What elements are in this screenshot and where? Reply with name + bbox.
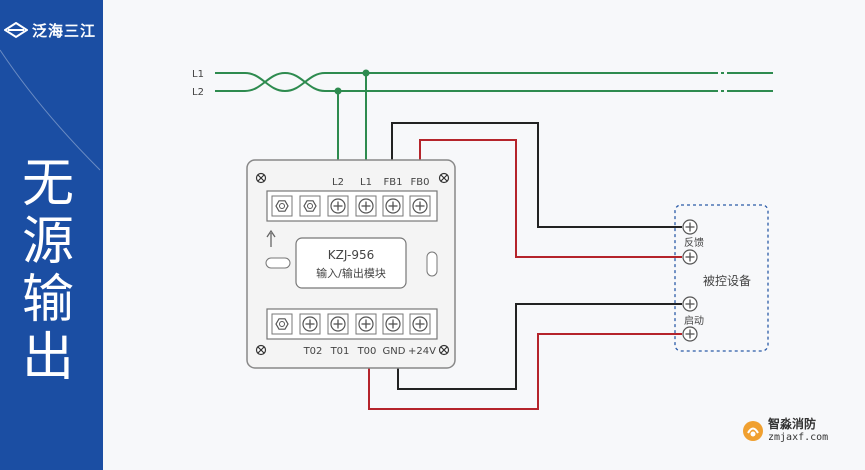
device-name: 被控设备 (703, 274, 751, 288)
device-terminal-icon (682, 249, 698, 265)
corner-screw-icon (438, 344, 450, 356)
device-terminal-icon (682, 326, 698, 342)
feedback-red-wire (419, 139, 682, 258)
watermark-name: 智淼消防 (768, 417, 817, 431)
page-title: 无 源 输 出 (10, 155, 86, 387)
start-black-wire (397, 303, 682, 390)
sidebar: 泛海三江 无 源 输 出 (0, 0, 103, 470)
module-model: KZJ-956 (328, 248, 374, 262)
title-char: 出 (21, 328, 74, 388)
device-terminal-icon (682, 219, 698, 235)
title-char: 输 (21, 270, 74, 330)
brand-name: 泛海三江 (32, 22, 97, 40)
sidebar-decoration (0, 49, 101, 171)
terminal-label-gnd: GND (383, 346, 406, 357)
terminal-screw-icon (302, 316, 318, 332)
module-label-box (295, 237, 407, 289)
corner-screw-icon (255, 172, 267, 184)
blank-terminal-icon (303, 200, 317, 212)
bus-label-l2: L2 (192, 87, 204, 98)
watermark: 智淼消防 zmjaxf.com (742, 418, 828, 444)
terminal-label-fb1: FB1 (384, 177, 403, 188)
terminal-screw-icon (412, 198, 428, 214)
bus-label-l1: L1 (192, 69, 204, 80)
indicator-slot (265, 257, 291, 269)
terminal-screw-icon (385, 198, 401, 214)
brand-logo-icon (4, 21, 28, 38)
terminal-label-24v: +24V (408, 346, 436, 357)
module-description: 输入/输出模块 (316, 266, 386, 280)
terminal-label-t01: T01 (330, 346, 350, 357)
arrow-up-icon (266, 229, 276, 247)
terminal-screw-icon (358, 316, 374, 332)
terminal-label-t00: T00 (357, 346, 377, 357)
device-terminal-icon (682, 296, 698, 312)
terminal-screw-icon (385, 316, 401, 332)
blank-terminal-icon (275, 200, 289, 212)
feedback-black-wire (391, 122, 682, 228)
terminal-label-t02: T02 (303, 346, 323, 357)
start-label: 启动 (684, 314, 704, 327)
start-red-wire (368, 333, 682, 410)
bus-l1-line (215, 72, 773, 93)
brand: 泛海三江 (4, 20, 96, 41)
title-char: 无 (21, 154, 74, 214)
terminal-screw-icon (412, 316, 428, 332)
controlled-device-box (674, 204, 769, 352)
side-slot (426, 251, 438, 277)
terminal-screw-icon (330, 198, 346, 214)
bus-l2-line (215, 71, 773, 92)
feedback-label: 反馈 (684, 236, 704, 249)
blank-terminal-icon (275, 318, 289, 330)
corner-screw-icon (438, 172, 450, 184)
title-char: 源 (21, 212, 74, 272)
bottom-terminal-block (266, 308, 438, 340)
watermark-url: zmjaxf.com (768, 432, 829, 443)
terminal-label-l2: L2 (332, 177, 344, 188)
watermark-logo-icon (743, 421, 763, 441)
corner-screw-icon (255, 344, 267, 356)
terminal-label-l1: L1 (360, 177, 372, 188)
terminal-label-fb0: FB0 (411, 177, 430, 188)
terminal-screw-icon (358, 198, 374, 214)
top-terminal-block (266, 190, 438, 222)
terminal-screw-icon (330, 316, 346, 332)
